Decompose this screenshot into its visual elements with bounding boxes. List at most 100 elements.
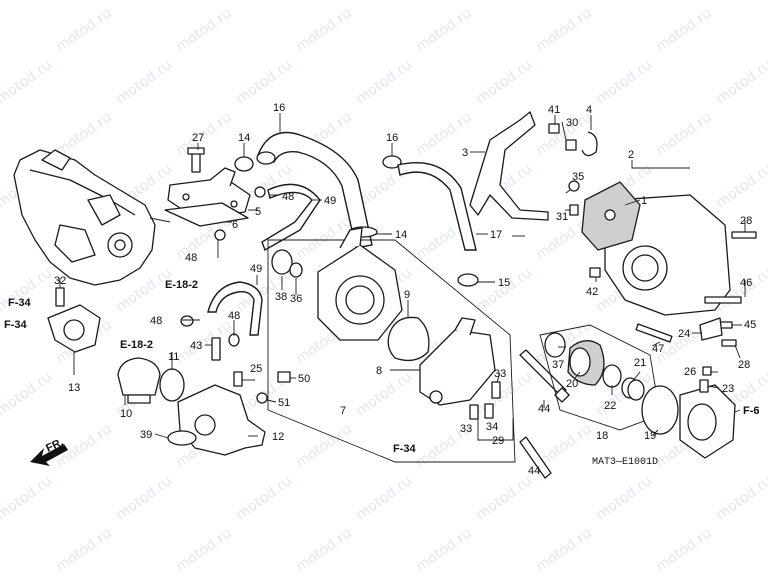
- callout-16-left: 16: [273, 102, 285, 114]
- callout-23: 23: [722, 383, 734, 395]
- part-9-o-ring: [387, 316, 430, 362]
- watermark-text: motod.ru: [593, 0, 655, 3]
- watermark-text: motod.ru: [0, 0, 55, 3]
- part-22-ring: [602, 364, 622, 388]
- part-17-lower-hose: [397, 161, 477, 251]
- ref-f-6: F-6: [743, 405, 760, 417]
- watermark-text: motod.ru: [473, 265, 535, 315]
- watermark-text: motod.ru: [713, 161, 768, 211]
- callout-48-top: 48: [282, 191, 294, 203]
- part-32-bolt: [55, 287, 65, 307]
- callout-7: 7: [340, 405, 346, 417]
- watermark-text: motod.ru: [353, 0, 415, 3]
- callout-3: 3: [462, 147, 468, 159]
- part-48-clip-a: [180, 315, 194, 327]
- part-11-o-ring: [159, 368, 185, 402]
- callout-5: 5: [255, 206, 261, 218]
- part-37-seal: [544, 332, 566, 358]
- callout-27: 27: [192, 132, 204, 144]
- callout-46: 46: [740, 277, 752, 289]
- watermark-text: motod.ru: [293, 525, 355, 575]
- watermark-text: motod.ru: [113, 0, 175, 3]
- callout-41: 41: [548, 104, 560, 116]
- callout-48-left: 48: [185, 252, 197, 264]
- part-42-dowel: [589, 267, 601, 278]
- callout-labels: 27 14 16 16 41 4 30 3 2 1 35 31 48 5 6 4…: [4, 102, 760, 477]
- part-14-clamp-left: [234, 156, 254, 172]
- watermark-text: motod.ru: [353, 369, 415, 419]
- part-3-hose-bracket: [469, 111, 549, 221]
- callout-28-upper: 28: [740, 215, 752, 227]
- callout-16-right: 16: [386, 132, 398, 144]
- part-21-spring: [621, 377, 645, 401]
- watermark-text: motod.ru: [0, 369, 55, 419]
- callout-33-upper: 33: [494, 368, 506, 380]
- watermark-text: motod.ru: [713, 0, 768, 3]
- part-49-bypass-hose-upper: [261, 183, 321, 252]
- callout-2: 2: [628, 149, 634, 161]
- callout-35: 35: [572, 171, 584, 183]
- part-25-bolt: [233, 371, 243, 387]
- part-38-o-ring: [271, 249, 293, 275]
- callout-20: 20: [566, 378, 578, 390]
- part-30-bolt: [565, 139, 577, 151]
- callout-19: 19: [644, 430, 656, 442]
- watermark-text: motod.ru: [233, 0, 295, 3]
- callout-11: 11: [168, 351, 179, 363]
- callout-28-lower: 28: [738, 359, 750, 371]
- watermark-text: motod.ru: [533, 5, 595, 55]
- watermark-text: motod.ru: [293, 5, 355, 55]
- watermark-text: motod.ru: [713, 57, 768, 107]
- part-43-bolt: [211, 337, 221, 361]
- callout-44-upper: 44: [538, 403, 550, 415]
- watermark-text: motod.ru: [53, 5, 115, 55]
- callout-36: 36: [290, 293, 302, 305]
- part-36-o-ring: [289, 262, 303, 278]
- watermark-text: motod.ru: [173, 5, 235, 55]
- ref-f-34-left-lower: F-34: [4, 319, 28, 331]
- part-33-bolt-b: [469, 404, 479, 420]
- callout-34: 34: [486, 421, 498, 433]
- callout-18: 18: [596, 430, 608, 442]
- callout-25: 25: [250, 363, 262, 375]
- callout-31: 31: [556, 211, 568, 223]
- callout-10: 10: [120, 408, 132, 420]
- part-1-cover-plate: [581, 181, 641, 251]
- part-10-thermostat: [117, 357, 161, 404]
- callout-45: 45: [744, 319, 756, 331]
- part-27-bolt: [187, 147, 205, 173]
- part-28-bolt-upper: [731, 231, 757, 239]
- watermark-text: motod.ru: [653, 5, 715, 55]
- callout-33-lower: 33: [460, 423, 472, 435]
- callout-15: 15: [498, 277, 510, 289]
- part-39-o-ring: [167, 430, 197, 446]
- callout-32: 32: [54, 275, 66, 287]
- callout-38: 38: [275, 291, 287, 303]
- watermark-text: motod.ru: [353, 57, 415, 107]
- part-15-clamp: [457, 273, 479, 287]
- callout-8: 8: [376, 365, 382, 377]
- callout-37: 37: [552, 359, 564, 371]
- part-51-washer: [256, 392, 268, 404]
- watermark-text: motod.ru: [713, 473, 768, 523]
- callout-21: 21: [634, 357, 646, 369]
- callout-17: 17: [490, 229, 502, 241]
- part-2-pump-cover: [604, 194, 731, 316]
- callout-14-center: 14: [395, 229, 407, 241]
- part-47-bolt: [635, 323, 673, 343]
- part-48-bolt-mid: [214, 229, 226, 241]
- callout-12: 12: [272, 431, 284, 443]
- callout-9: 9: [404, 289, 410, 301]
- watermark-text: motod.ru: [53, 109, 115, 159]
- callout-48-clip-b: 48: [228, 310, 240, 322]
- watermark-text: motod.ru: [293, 421, 355, 471]
- part-48-bolt-top: [254, 186, 266, 198]
- part-16-upper-hose: [256, 131, 373, 249]
- callout-42: 42: [586, 286, 598, 298]
- watermark-text: motod.ru: [113, 473, 175, 523]
- part-41-dowel: [548, 123, 560, 134]
- part-46-bolt: [704, 296, 742, 304]
- ref-f-34-center: F-34: [393, 443, 417, 455]
- part-6-gasket: [164, 202, 249, 227]
- callout-6: 6: [232, 219, 238, 231]
